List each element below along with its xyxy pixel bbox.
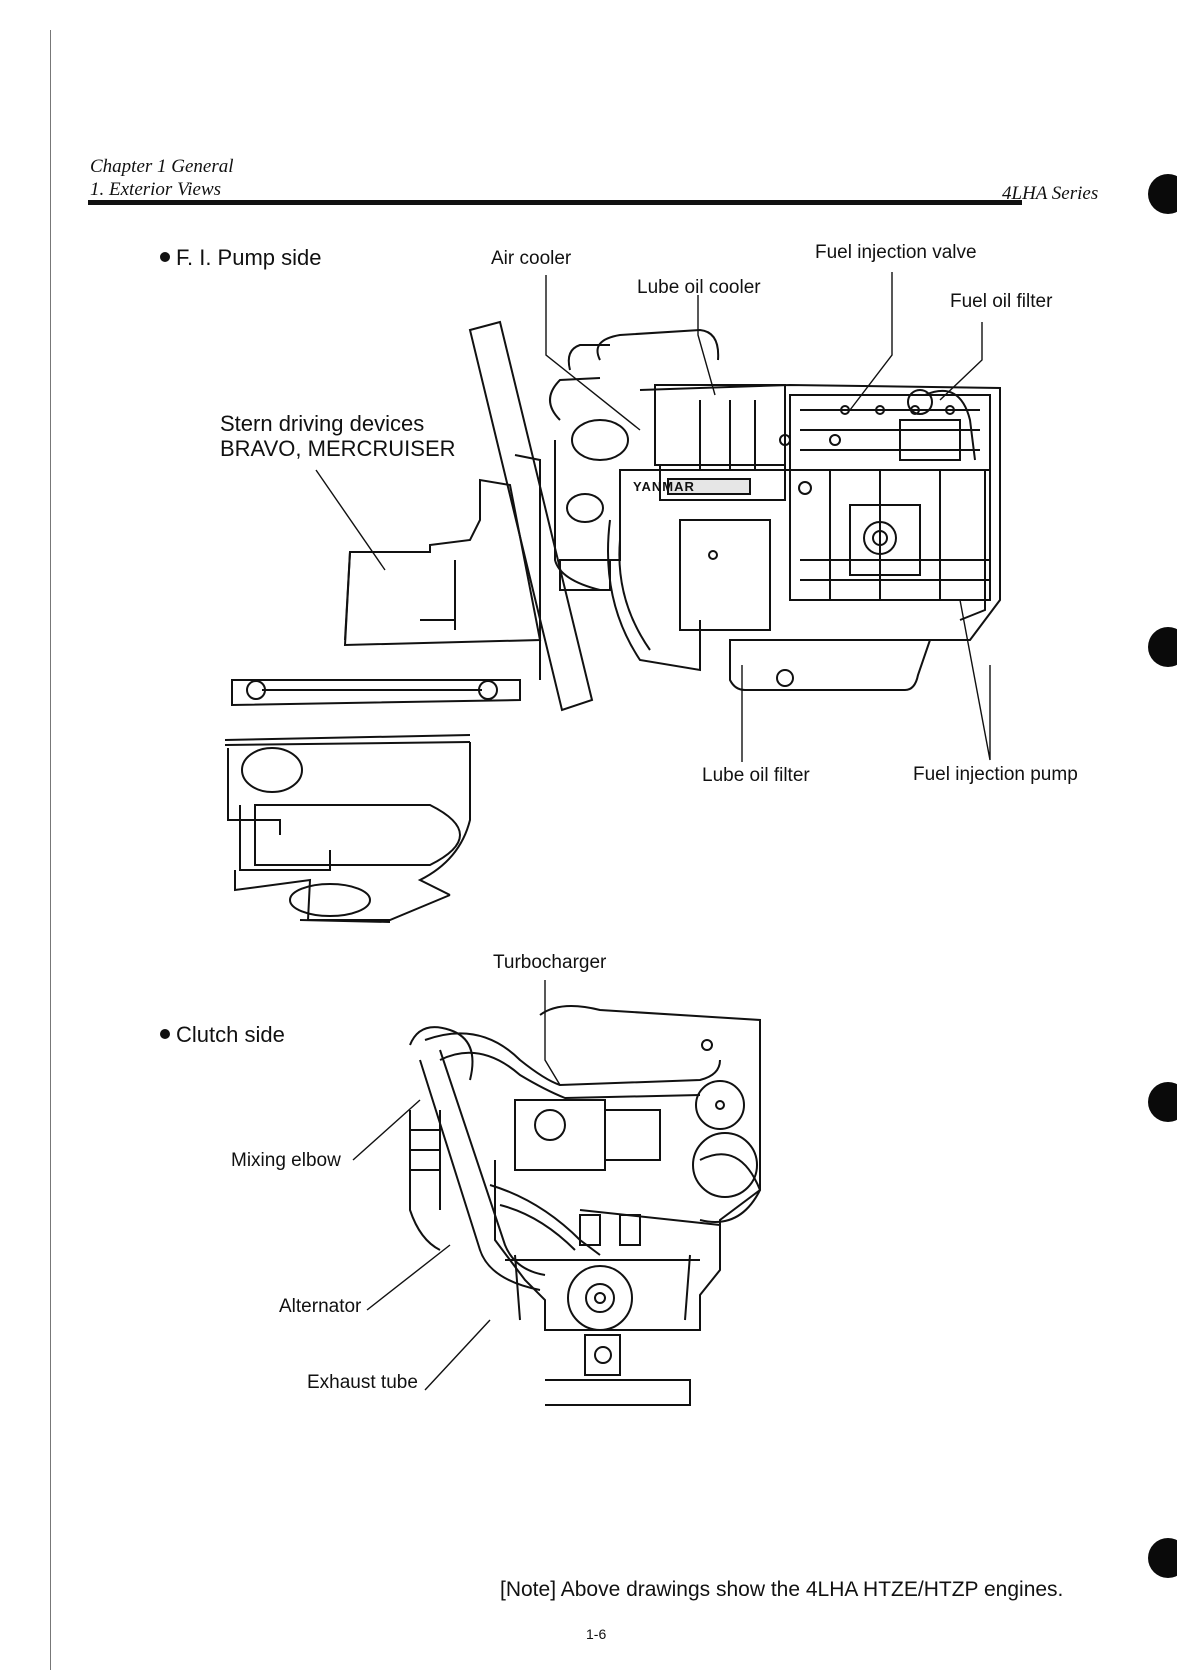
mixing-elbow-label: Mixing elbow [231,1150,341,1171]
fuel-injection-valve-label: Fuel injection valve [815,242,977,263]
clutch-side-engine-illustration [409,1005,762,1406]
bravo-mercruiser-label: BRAVO, MERCRUISER [220,436,456,461]
punch-hole-1 [1148,174,1177,214]
stern-driving-devices-label: Stern driving devices [220,411,425,436]
binding-edge-line [50,30,51,1670]
chapter-title: Chapter 1 General [90,156,234,177]
fuel-injection-pump-label: Fuel injection pump [913,764,1078,785]
punch-hole-4 [1148,1538,1177,1578]
page-number: 1-6 [586,1626,607,1642]
series-label: 4LHA Series [1002,183,1099,204]
alternator-label: Alternator [279,1296,362,1317]
bullet-dot [160,1029,170,1040]
pump-side-title: F. I. Pump side [176,245,322,270]
fuel-oil-filter-label: Fuel oil filter [950,291,1053,312]
punch-hole-2 [1148,627,1177,667]
lube-oil-filter-label: Lube oil filter [702,765,810,786]
air-cooler-label: Air cooler [491,248,572,269]
leader-lines [315,272,991,1391]
lube-oil-cooler-label: Lube oil cooler [637,277,761,298]
yanmar-brand-plate: YANMAR [633,479,695,494]
section-title: 1. Exterior Views [90,179,222,200]
pump-side-heading: F. I. Pump side [160,245,322,271]
pump-side-engine-illustration [549,328,1001,691]
bullet-dot [160,252,170,263]
stern-drive-illustration [224,320,594,923]
header-rule [88,200,1022,205]
clutch-side-title: Clutch side [176,1022,285,1047]
exhaust-tube-label: Exhaust tube [307,1372,418,1393]
punch-hole-3 [1148,1082,1177,1122]
footnote: [Note] Above drawings show the 4LHA HTZE… [500,1578,1064,1601]
clutch-side-heading: Clutch side [160,1022,285,1048]
turbocharger-label: Turbocharger [493,952,607,973]
